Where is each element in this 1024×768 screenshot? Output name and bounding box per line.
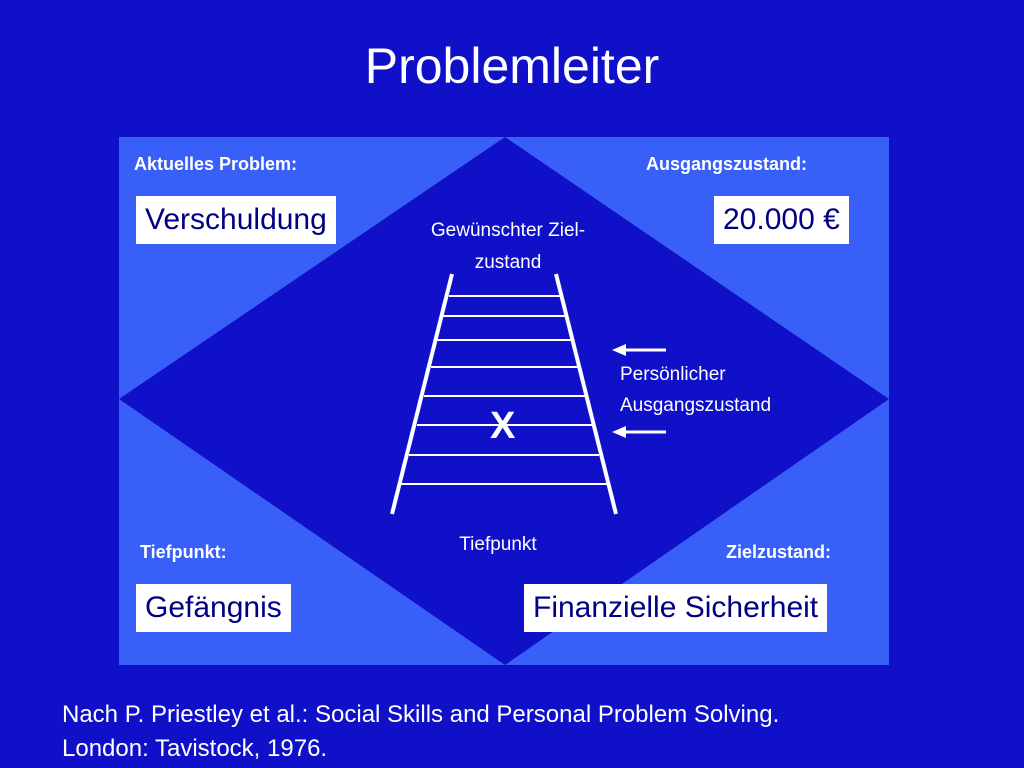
ladder-goal-label-line1: Gewünschter Ziel-: [430, 220, 586, 241]
low-point-label: Tiefpunkt:: [140, 542, 227, 562]
current-problem-label: Aktuelles Problem:: [134, 154, 298, 174]
source-citation: Nach P. Priestley et al.: Social Skills …: [62, 698, 779, 766]
initial-state-value: 20.000 €: [714, 196, 849, 244]
ladder-rungs: [401, 295, 607, 485]
target-state-value: Finanzielle Sicherheit: [524, 584, 828, 632]
ladder-left-rail: [390, 273, 454, 515]
arrow-left-icon: [612, 426, 666, 438]
target-state-label: Zielzustand:: [726, 542, 832, 562]
center-diamond: [119, 137, 889, 665]
ladder-goal-label-line2: zustand: [474, 252, 542, 273]
position-marker: X: [490, 405, 516, 447]
current-problem-value: Verschuldung: [136, 196, 336, 244]
page-title: Problemleiter: [364, 38, 660, 94]
arrow-left-icon: [612, 344, 666, 356]
ladder-right-rail: [554, 273, 618, 515]
personal-state-line2: Ausgangszustand: [620, 395, 772, 416]
initial-state-label: Ausgangszustand:: [646, 154, 808, 174]
source-citation-line1: Nach P. Priestley et al.: Social Skills …: [62, 701, 780, 728]
low-point-value: Gefängnis: [136, 584, 291, 632]
ladder-bottom-label: Tiefpunkt: [459, 534, 537, 555]
personal-state-line1: Persönlicher: [620, 364, 726, 385]
source-citation-line2: London: Tavistock, 1976.: [62, 735, 328, 762]
